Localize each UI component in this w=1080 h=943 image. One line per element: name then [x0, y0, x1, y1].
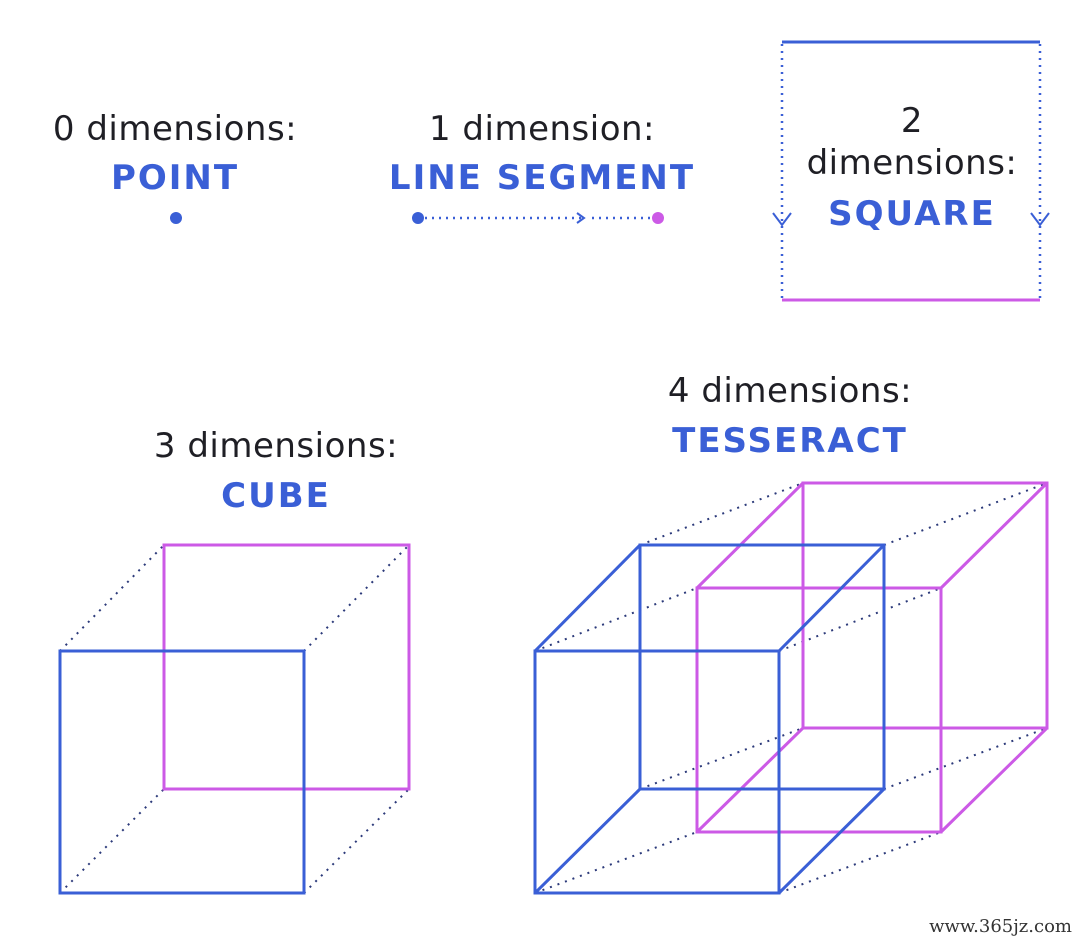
line-segment-title: LINE SEGMENT [389, 158, 695, 198]
tesseract-blue-cube [533, 543, 886, 895]
line-segment-caption: 1 dimension: [429, 109, 655, 149]
cube-back-face [162, 543, 411, 791]
line-segment-end-point [652, 212, 664, 224]
tesseract-connectors-dotted [534, 482, 1048, 894]
square-right-arrow-icon [1030, 212, 1050, 227]
square-title: SQUARE [828, 194, 996, 234]
line-segment-section: 1 dimension: LINE SEGMENT [389, 109, 695, 224]
square-caption-number: 2 [901, 101, 923, 141]
point-section: 0 dimensions: POINT [53, 109, 297, 224]
cube-connectors-dotted [59, 544, 410, 894]
cube-section: 3 dimensions: CUBE [58, 426, 411, 895]
square-left-arrow-icon [772, 212, 792, 227]
cube-front-face [58, 649, 306, 895]
tesseract-title: TESSERACT [672, 421, 908, 461]
tesseract-caption: 4 dimensions: [668, 371, 912, 411]
point-caption: 0 dimensions: [53, 109, 297, 149]
line-segment-start-point [412, 212, 424, 224]
point-title: POINT [111, 158, 239, 198]
point-dot [170, 212, 182, 224]
square-caption: dimensions: [807, 143, 1018, 183]
square-section: 2 dimensions: SQUARE [772, 40, 1050, 302]
cube-caption: 3 dimensions: [154, 426, 398, 466]
cube-title: CUBE [221, 476, 331, 516]
watermark-text: www.365jz.com [929, 916, 1072, 937]
tesseract-magenta-cube [695, 481, 1049, 834]
tesseract-section: 4 dimensions: TESSERACT [533, 371, 1049, 895]
